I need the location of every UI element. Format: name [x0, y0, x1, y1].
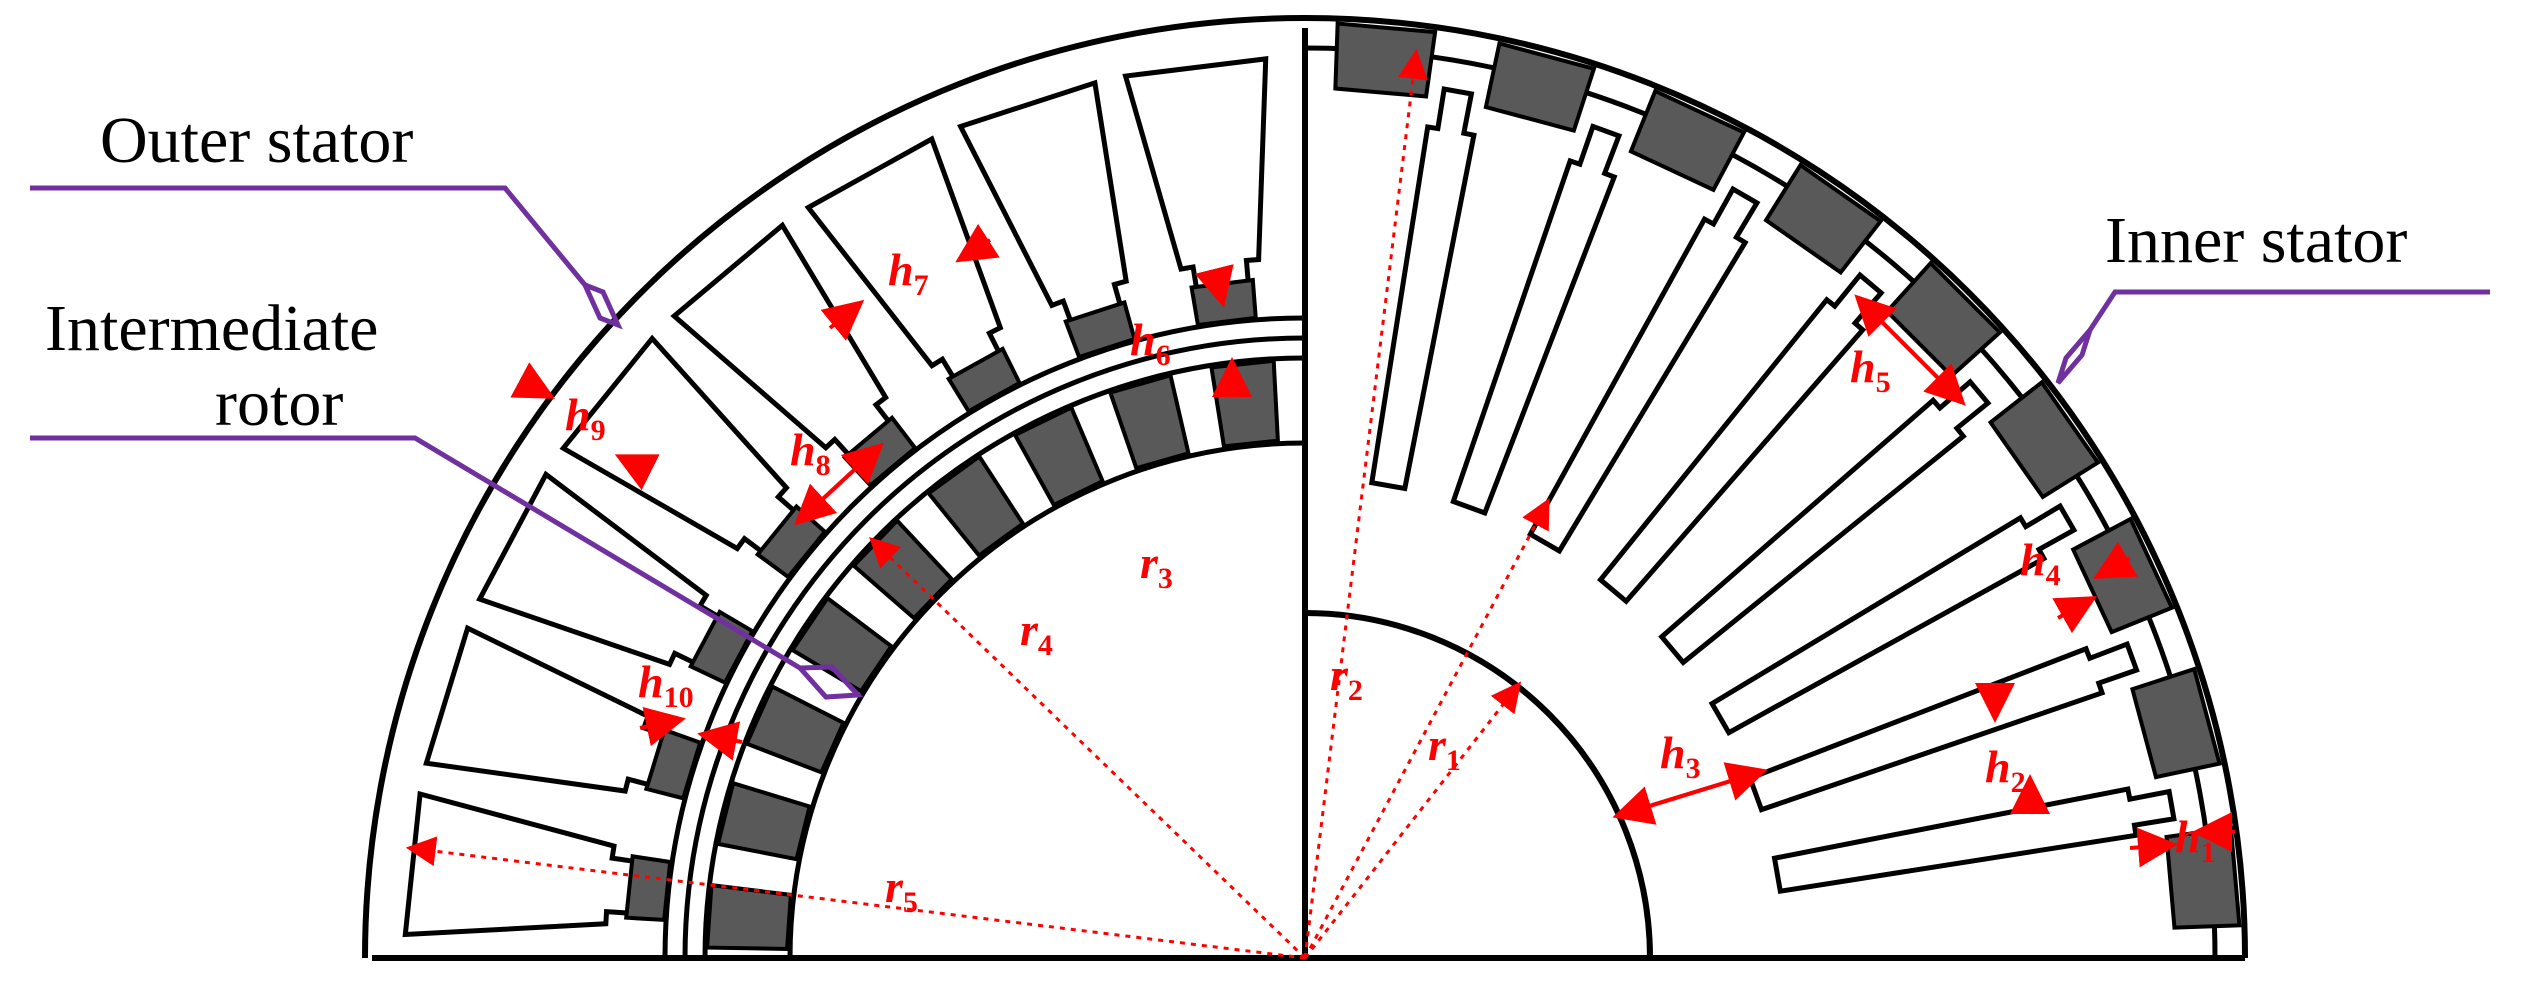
rotor-segment-1: [1209, 358, 1280, 449]
dimension-arrow-h7-right: [955, 223, 1000, 263]
leader-inner-stator-diamond: [2055, 328, 2093, 385]
inner-stator-magnet-7: [1628, 88, 1747, 193]
dim-label-h8: h8: [790, 424, 831, 482]
radius-line-r1: [1303, 681, 1522, 959]
rotor-segment-2: [1107, 372, 1191, 471]
inner-stator-magnet-2: [2129, 666, 2223, 780]
leader-outer-stator-diamond: [580, 280, 623, 330]
outer-stator-bore: [662, 315, 1306, 959]
dimension-arrow-h9-right: [614, 454, 660, 491]
outer-stator-magnet-8: [623, 854, 673, 923]
inner-stator-magnet-5: [1884, 260, 2003, 379]
inner-stator-outer-boundary: [1304, 15, 2248, 959]
label-inner-stator: Inner stator: [2105, 204, 2407, 277]
inner-stator-slot-5: [1597, 271, 1885, 605]
rotor-segment-4: [925, 453, 1026, 559]
dim-label-r4: r4: [1020, 604, 1053, 662]
inner-stator-slot-4: [1658, 378, 1992, 666]
outer-stator-magnet-1: [1189, 277, 1258, 328]
inner-stator-magnet-6: [1763, 162, 1884, 276]
inner-stator-magnet-8: [1483, 40, 1597, 134]
dim-label-r3: r3: [1140, 537, 1173, 595]
label-intermediate-rotor-line1: Intermediate: [45, 292, 378, 365]
inner-stator-magnet-4: [1987, 379, 2101, 500]
rotor-segment-3: [1012, 404, 1106, 508]
inner-stator-slot-2: [1746, 640, 2140, 813]
dimension-arrow-h5-rev: [1854, 294, 1962, 402]
dim-label-h3: h3: [1660, 727, 1701, 785]
leader-intermediate-rotor: [30, 435, 802, 671]
dim-label-h10: h10: [638, 656, 694, 714]
outer-stator-magnet-3: [945, 346, 1023, 414]
dim-label-r2: r2: [1330, 649, 1363, 707]
dim-label-r1: r1: [1428, 719, 1461, 777]
rotor-segment-9: [704, 882, 793, 951]
inner-stator-slot-6: [1526, 185, 1761, 555]
outer-stator-magnet-2: [1063, 299, 1137, 360]
radius-lines: [405, 48, 1550, 960]
dim-label-h6: h6: [1130, 314, 1171, 372]
radius-line-r2: [1303, 48, 1428, 959]
outer-stator-boundary: [362, 15, 1306, 959]
rotor-outer-ring: [682, 335, 1306, 959]
dimension-arrow-h1-left: [2129, 827, 2178, 868]
dimension-arrow-h10-right: [697, 721, 743, 761]
inner-stator-slot-1: [1771, 786, 2177, 895]
radius-line-r4: [869, 537, 1307, 960]
inner-stator-magnet-9: [1333, 21, 1438, 99]
dim-label-r5: r5: [885, 861, 918, 919]
inner-stator-slot-7: [1450, 123, 1623, 517]
radius-line-r5: [405, 836, 1306, 960]
leader-outer-stator: [30, 185, 587, 287]
inner-stator-slot-8: [1368, 86, 1477, 492]
rotor-inner-boundary: [787, 440, 1306, 959]
dimension-arrow-h3-rev: [1612, 770, 1761, 825]
label-intermediate-rotor-line2: rotor: [215, 367, 343, 440]
rotor-segment-8: [715, 780, 813, 862]
rotor-segment-6: [789, 595, 895, 694]
dimension-labels: h1 h2 h3 h4 h5 h6 h7 h8 h9 h10 r1 r2 r3 …: [565, 244, 2216, 919]
dimension-arrow-h10-left: [639, 707, 686, 747]
dimension-arrow-h4-left: [2052, 596, 2097, 634]
dim-label-h4: h4: [2020, 534, 2061, 592]
callout-leaders: [30, 185, 2490, 700]
label-outer-stator: Outer stator: [100, 104, 413, 177]
rotor-segment-7: [744, 683, 847, 775]
dimension-arrow-h4-right: [2093, 541, 2138, 579]
leader-intermediate-rotor-diamond: [794, 664, 864, 700]
leader-inner-stator: [2087, 289, 2490, 332]
inner-stator-bore: [1304, 610, 1653, 959]
inner-stator-slot-3: [1708, 502, 2078, 737]
dimension-arrows: [510, 223, 2235, 868]
dim-label-h7: h7: [888, 244, 929, 302]
dimension-arrow-h9-left: [510, 362, 556, 399]
dimension-arrow-h6-top: [1194, 264, 1234, 308]
dim-label-h2: h2: [1985, 741, 2026, 799]
dimension-arrow-h7-left: [820, 299, 865, 341]
inner-stator-magnet-3: [2070, 516, 2175, 635]
radius-line-r3: [1303, 497, 1550, 959]
outer-stator-slot-8: [402, 790, 655, 938]
dimension-arrow-h8-rev: [794, 446, 880, 526]
rotor-ring-inner: [702, 355, 1306, 959]
dim-label-h1: h1: [2175, 811, 2216, 869]
dim-label-h9: h9: [565, 389, 606, 447]
dim-label-h5: h5: [1850, 341, 1891, 399]
right-half-structure: [1304, 15, 2248, 959]
outer-stator-slot-1: [1122, 56, 1269, 310]
